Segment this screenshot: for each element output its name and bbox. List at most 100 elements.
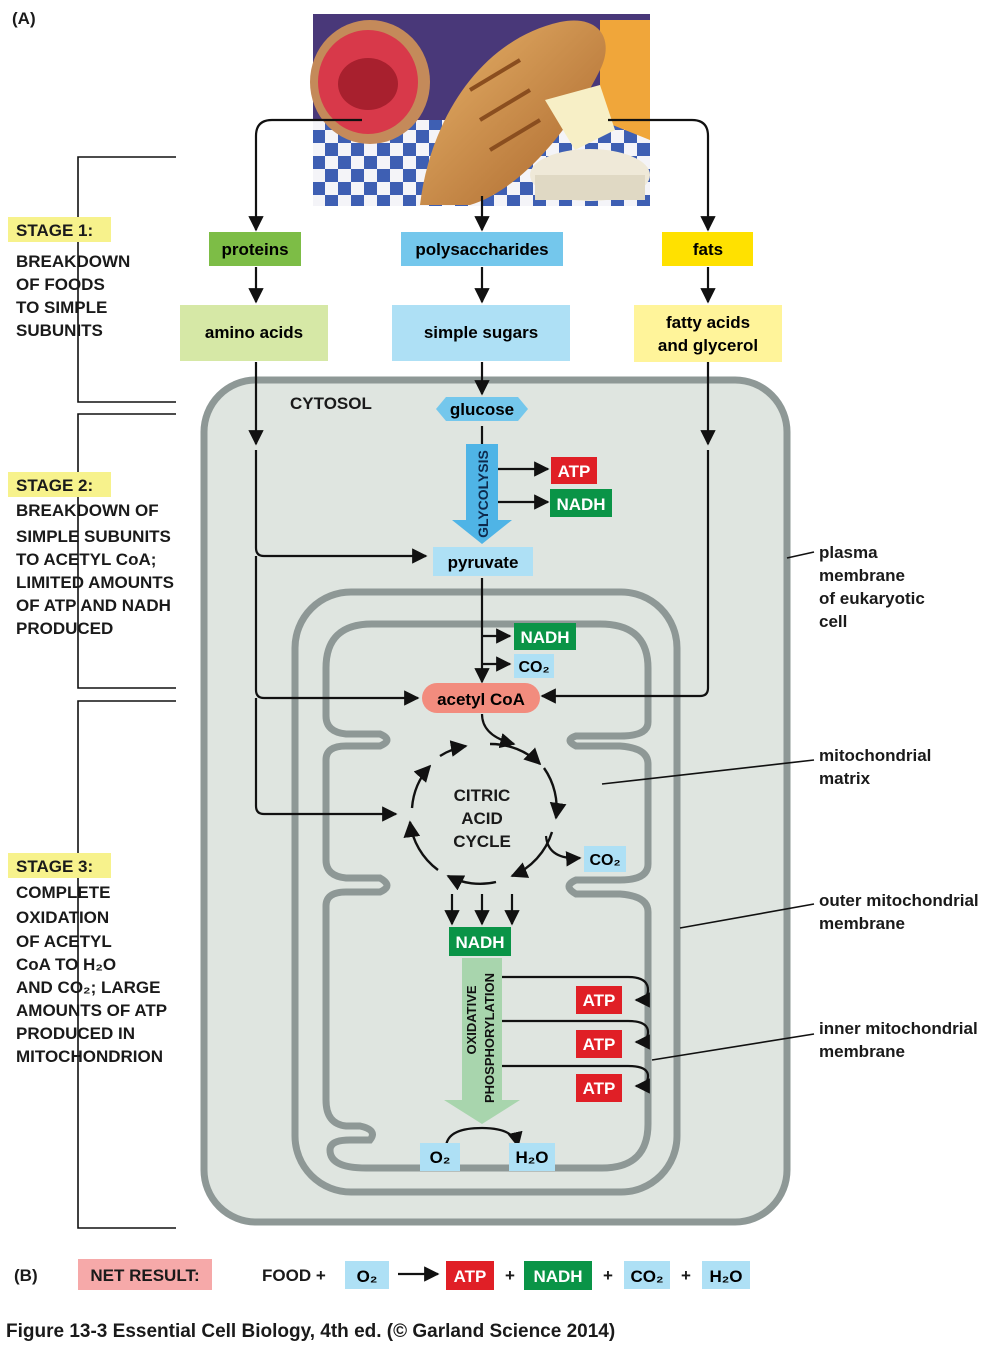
stage-3-title: STAGE 3:	[16, 857, 93, 876]
annotation-inner-membrane: inner mitochondrial membrane	[651, 1019, 978, 1061]
annotation-outer-membrane: outer mitochondrial membrane	[679, 891, 979, 933]
o2-box: O₂	[420, 1143, 460, 1171]
stage-2: STAGE 2: BREAKDOWN OF SIMPLE SUBUNITS TO…	[8, 472, 174, 638]
svg-text:membrane: membrane	[819, 566, 905, 585]
net-result-atp: ATP	[454, 1267, 487, 1286]
citric-acid-cycle-arrows	[403, 740, 567, 891]
net-result-co2: CO₂	[630, 1267, 663, 1286]
stage-3-line: AMOUNTS OF ATP	[16, 1001, 167, 1020]
glycolysis-arrow: GLYCOLYSIS	[452, 444, 512, 544]
stage-2-line: TO ACETYL CoA;	[16, 550, 156, 569]
inner-mitochondrial-membrane	[322, 620, 652, 1172]
cycle-co2: CO₂	[584, 846, 626, 872]
citric-label-line1: CITRIC	[454, 786, 511, 805]
pdh-nadh: NADH	[514, 623, 576, 650]
glycolysis-nadh: NADH	[550, 489, 612, 517]
panel-label-a: (A)	[12, 9, 36, 28]
polysaccharides-box: polysaccharides	[401, 232, 563, 266]
oxphos-label-line2: PHOSPHORYLATION	[482, 973, 497, 1103]
amino-acids-label: amino acids	[205, 323, 303, 342]
amino-acids-box: amino acids	[180, 305, 328, 361]
oxphos-arrow: OXIDATIVE PHOSPHORYLATION	[444, 958, 520, 1124]
net-result-bg	[78, 1259, 212, 1290]
net-result-food: FOOD +	[262, 1266, 326, 1285]
fatty-acids-label-line1: fatty acids	[666, 313, 750, 332]
stage-2-title: STAGE 2:	[16, 476, 93, 495]
polysaccharides-label: polysaccharides	[415, 240, 548, 259]
fats-label: fats	[693, 240, 723, 259]
nadh-label: NADH	[455, 933, 504, 952]
svg-text:membrane: membrane	[819, 914, 905, 933]
figure-caption: Figure 13-3 Essential Cell Biology, 4th …	[6, 1321, 615, 1342]
stage-2-line: PRODUCED	[16, 619, 113, 638]
pyruvate-box: pyruvate	[433, 547, 533, 576]
cytosol-label: CYTOSOL	[290, 394, 372, 413]
simple-sugars-box: simple sugars	[392, 305, 570, 361]
stage-3-line: CoA TO H₂O	[16, 955, 116, 974]
stage-3-line: MITOCHONDRION	[16, 1047, 163, 1066]
co2-label: CO₂	[518, 659, 549, 676]
stage-3-line: OF ACETYL	[16, 932, 112, 951]
acetyl-coa-label: acetyl CoA	[437, 690, 525, 709]
glycolysis-atp: ATP	[551, 457, 597, 484]
fatty-acids-box: fatty acids and glycerol	[634, 305, 782, 362]
stage-3-line: OXIDATION	[16, 908, 109, 927]
cycle-nadh: NADH	[449, 927, 511, 956]
nadh-label: NADH	[556, 495, 605, 514]
panel-label-b: (B)	[14, 1266, 38, 1285]
glucose-box: glucose	[436, 397, 528, 421]
stage-1-line: BREAKDOWN	[16, 252, 130, 271]
annotation-plasma-membrane: plasma membrane of eukaryotic cell	[786, 543, 925, 631]
atp-label: ATP	[558, 462, 591, 481]
stage-3-line: COMPLETE	[16, 883, 110, 902]
stage-brackets	[77, 156, 176, 1229]
h2o-box: H₂O	[509, 1143, 555, 1171]
svg-text:of eukaryotic: of eukaryotic	[819, 589, 925, 608]
stage-1-title: STAGE 1:	[16, 221, 93, 240]
net-result-plus: +	[681, 1266, 691, 1285]
atp-label: ATP	[583, 991, 616, 1010]
stage-2-line: SIMPLE SUBUNITS	[16, 527, 171, 546]
svg-text:matrix: matrix	[819, 769, 871, 788]
oxphos-atp-2: ATP	[576, 1030, 622, 1058]
pyruvate-label: pyruvate	[448, 553, 519, 572]
glucose-label: glucose	[450, 400, 514, 419]
net-result-o2: O₂	[357, 1267, 378, 1286]
net-result-label: NET RESULT:	[90, 1266, 199, 1285]
pdh-co2: CO₂	[514, 654, 554, 678]
stage-2-line: BREAKDOWN OF	[16, 501, 159, 520]
net-result-plus: +	[603, 1266, 613, 1285]
food-connectors	[248, 118, 716, 1282]
svg-text:plasma: plasma	[819, 543, 878, 562]
fats-box: fats	[662, 232, 753, 266]
oxphos-label-line1: OXIDATIVE	[464, 985, 479, 1054]
acetyl-coa-box: acetyl CoA	[422, 683, 540, 713]
oxphos-atp-1: ATP	[576, 986, 622, 1014]
stage-2-line: OF ATP AND NADH	[16, 596, 171, 615]
stage-2-title-bg	[8, 472, 111, 497]
net-result-h2o: H₂O	[709, 1267, 742, 1286]
oxphos-atp-3: ATP	[576, 1074, 622, 1102]
atp-label: ATP	[583, 1035, 616, 1054]
svg-text:membrane: membrane	[819, 1042, 905, 1061]
citric-label-line2: ACID	[461, 809, 503, 828]
h2o-label: H₂O	[515, 1148, 548, 1167]
proteins-label: proteins	[221, 240, 288, 259]
net-result-nadh: NADH	[533, 1267, 582, 1286]
stage-3-line: PRODUCED IN	[16, 1024, 135, 1043]
stage-3-line: AND CO₂; LARGE	[16, 978, 161, 997]
nadh-label: NADH	[520, 628, 569, 647]
stage-1-line: OF FOODS	[16, 275, 105, 294]
stage-1-line: SUBUNITS	[16, 321, 103, 340]
svg-text:cell: cell	[819, 612, 847, 631]
fatty-acids-label-line2: and glycerol	[658, 336, 758, 355]
stage-2-line: LIMITED AMOUNTS	[16, 573, 174, 592]
proteins-box: proteins	[209, 232, 301, 266]
svg-text:mitochondrial: mitochondrial	[819, 746, 931, 765]
simple-sugars-label: simple sugars	[424, 323, 538, 342]
glycolysis-label: GLYCOLYSIS	[475, 450, 491, 538]
atp-label: ATP	[583, 1079, 616, 1098]
net-result-row: NET RESULT: FOOD + O₂ ATP + NADH + CO₂ +…	[78, 1259, 750, 1290]
stage-1-title-bg	[8, 217, 111, 242]
